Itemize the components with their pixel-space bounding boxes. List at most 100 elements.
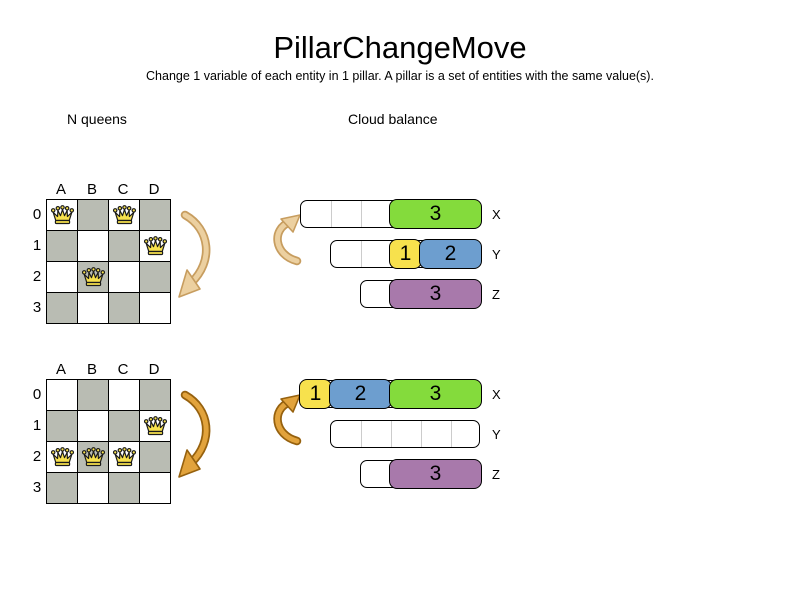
queen-icon xyxy=(50,447,74,467)
queen-icon xyxy=(112,447,136,467)
move-down-arrow-icon-before xyxy=(178,210,211,298)
column-label-d: D xyxy=(148,361,161,378)
board-cell-a0 xyxy=(47,380,77,410)
process-block-green: 3 xyxy=(389,199,482,229)
row-label-3: 3 xyxy=(32,299,42,316)
queen-icon xyxy=(143,416,167,436)
board-cell-b1 xyxy=(78,231,108,261)
computer-label-z: Z xyxy=(492,287,500,302)
move-up-arrow-icon-before xyxy=(273,214,302,266)
board-cell-d1 xyxy=(140,231,170,261)
board-cell-d1 xyxy=(140,411,170,441)
row-label-2: 2 xyxy=(32,268,42,285)
queen-icon xyxy=(112,205,136,225)
board-grid xyxy=(46,379,171,504)
section-header-cloud-balance: Cloud balance xyxy=(348,111,438,127)
row-label-1: 1 xyxy=(32,417,42,434)
page-subtitle: Change 1 variable of each entity in 1 pi… xyxy=(146,69,654,83)
move-up-arrow-icon-after xyxy=(273,394,302,446)
board-cell-c3 xyxy=(109,293,139,323)
computer-label-z: Z xyxy=(492,467,500,482)
process-size-label: 3 xyxy=(429,202,442,225)
computer-bar-z: 3 xyxy=(360,459,482,489)
board-cell-d0 xyxy=(140,200,170,230)
board-cell-b3 xyxy=(78,473,108,503)
page-title: PillarChangeMove xyxy=(273,30,527,65)
queen-icon xyxy=(81,447,105,467)
process-block-green: 3 xyxy=(389,379,482,409)
process-block-blue: 2 xyxy=(419,239,482,269)
process-block-blue: 2 xyxy=(329,379,392,409)
computer-bar-x: 3 xyxy=(300,199,482,229)
capacity-gridline xyxy=(451,421,452,447)
board-cell-b2 xyxy=(78,442,108,472)
board-cell-a1 xyxy=(47,231,77,261)
column-label-c: C xyxy=(117,361,130,378)
computer-label-y: Y xyxy=(492,247,501,262)
process-size-label: 3 xyxy=(429,282,442,305)
computer-label-y: Y xyxy=(492,427,501,442)
computer-bar-z: 3 xyxy=(360,279,482,309)
process-size-label: 3 xyxy=(429,462,442,485)
process-block-purple: 3 xyxy=(389,459,482,489)
chessboard-before: A B C D 0 1 2 3 xyxy=(30,181,200,331)
row-label-1: 1 xyxy=(32,237,42,254)
board-cell-d2 xyxy=(140,262,170,292)
board-cell-b2 xyxy=(78,262,108,292)
queen-icon xyxy=(143,236,167,256)
row-label-3: 3 xyxy=(32,479,42,496)
computer-label-x: X xyxy=(492,207,501,222)
board-cell-a0 xyxy=(47,200,77,230)
board-cell-c0 xyxy=(109,380,139,410)
process-block-yellow: 1 xyxy=(389,239,422,269)
move-down-arrow-icon-after xyxy=(178,390,211,478)
row-label-2: 2 xyxy=(32,448,42,465)
column-label-b: B xyxy=(86,181,98,198)
board-cell-a3 xyxy=(47,293,77,323)
board-cell-c3 xyxy=(109,473,139,503)
column-label-b: B xyxy=(86,361,98,378)
process-size-label: 2 xyxy=(354,382,367,405)
board-cell-a2 xyxy=(47,262,77,292)
capacity-gridline xyxy=(421,421,422,447)
board-cell-b3 xyxy=(78,293,108,323)
queen-icon xyxy=(81,267,105,287)
board-cell-c2 xyxy=(109,262,139,292)
chessboard-after: A B C D 0 1 2 3 xyxy=(30,361,200,511)
board-grid xyxy=(46,199,171,324)
column-label-c: C xyxy=(117,181,130,198)
column-label-d: D xyxy=(148,181,161,198)
row-label-0: 0 xyxy=(32,386,42,403)
process-block-yellow: 1 xyxy=(299,379,332,409)
column-label-a: A xyxy=(55,181,67,198)
computer-label-x: X xyxy=(492,387,501,402)
process-size-label: 1 xyxy=(309,382,322,405)
board-cell-a1 xyxy=(47,411,77,441)
capacity-gridline xyxy=(331,201,332,227)
board-cell-b0 xyxy=(78,380,108,410)
board-cell-c1 xyxy=(109,231,139,261)
section-header-nqueens: N queens xyxy=(67,111,127,127)
board-cell-d0 xyxy=(140,380,170,410)
capacity-gridline xyxy=(361,421,362,447)
computer-bar-y xyxy=(330,420,480,448)
board-cell-a2 xyxy=(47,442,77,472)
capacity-gridline xyxy=(361,201,362,227)
row-label-0: 0 xyxy=(32,206,42,223)
board-cell-c2 xyxy=(109,442,139,472)
board-cell-d3 xyxy=(140,473,170,503)
board-cell-c1 xyxy=(109,411,139,441)
column-label-a: A xyxy=(55,361,67,378)
process-block-purple: 3 xyxy=(389,279,482,309)
capacity-gridline xyxy=(391,421,392,447)
board-cell-d3 xyxy=(140,293,170,323)
board-cell-b1 xyxy=(78,411,108,441)
board-cell-b0 xyxy=(78,200,108,230)
capacity-gridline xyxy=(361,241,362,267)
board-cell-d2 xyxy=(140,442,170,472)
board-cell-c0 xyxy=(109,200,139,230)
